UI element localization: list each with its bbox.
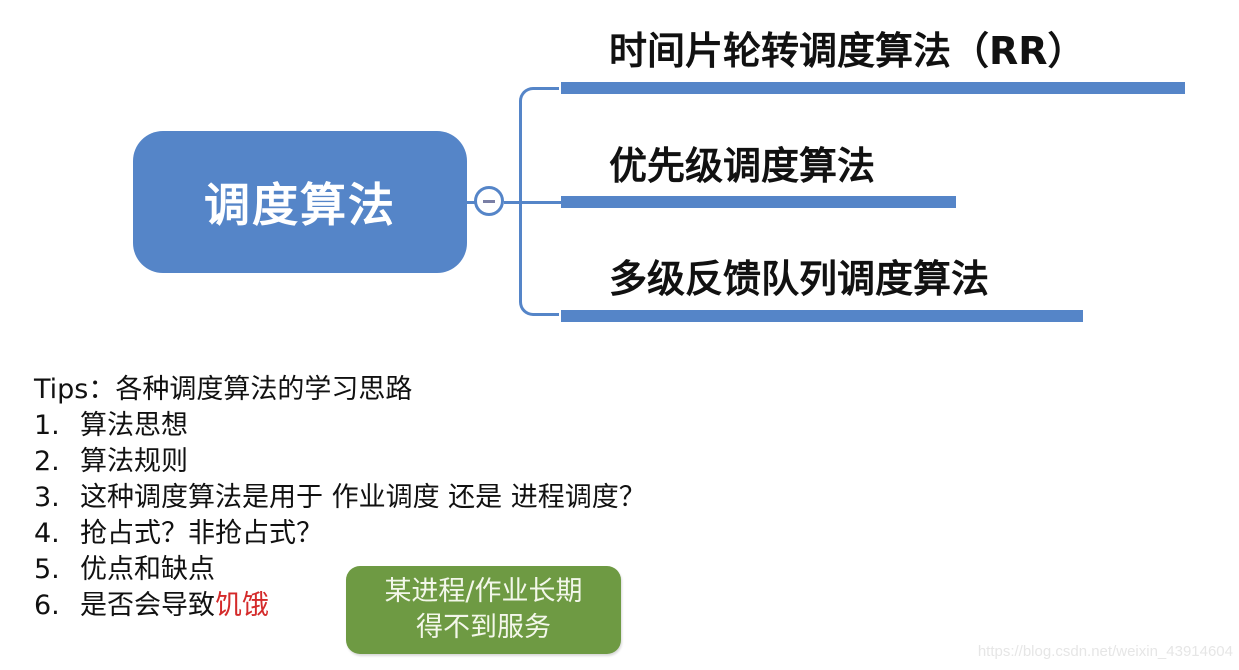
root-node[interactable]: 调度算法: [133, 131, 467, 273]
list-item: 5.优点和缺点: [34, 554, 215, 585]
callout-line-1: 某进程/作业长期: [384, 576, 583, 607]
tips-list: Tips：各种调度算法的学习思路 1.算法思想 2.算法规则 3.这种调度算法是…: [34, 372, 646, 624]
branch-label: 多级反馈队列调度算法: [609, 257, 990, 301]
branch-underline: [561, 82, 1185, 94]
list-item: 2.算法规则: [34, 446, 188, 477]
branch-connector: [504, 201, 522, 204]
list-item: 4.抢占式？非抢占式？: [34, 518, 323, 549]
list-item: 6.是否会导致饥饿: [34, 590, 269, 621]
list-item: 1.算法思想: [34, 410, 188, 441]
branch-label: 时间片轮转调度算法（RR）: [609, 29, 1086, 73]
branch-underline: [561, 196, 956, 208]
branch-label: 优先级调度算法: [609, 144, 876, 188]
callout-line-2: 得不到服务: [416, 612, 551, 643]
branch-underline: [561, 310, 1083, 322]
tips-title: Tips：各种调度算法的学习思路: [34, 374, 413, 405]
list-item: 3.这种调度算法是用于 作业调度 还是 进程调度？: [34, 482, 646, 513]
minus-icon[interactable]: [474, 186, 504, 216]
starvation-highlight: 饥饿: [215, 590, 269, 621]
branch-mid-line: [519, 201, 561, 204]
callout-bubble: 某进程/作业长期 得不到服务: [346, 566, 621, 654]
watermark: https://blog.csdn.net/weixin_43914604: [977, 643, 1233, 660]
root-node-label: 调度算法: [204, 178, 396, 232]
